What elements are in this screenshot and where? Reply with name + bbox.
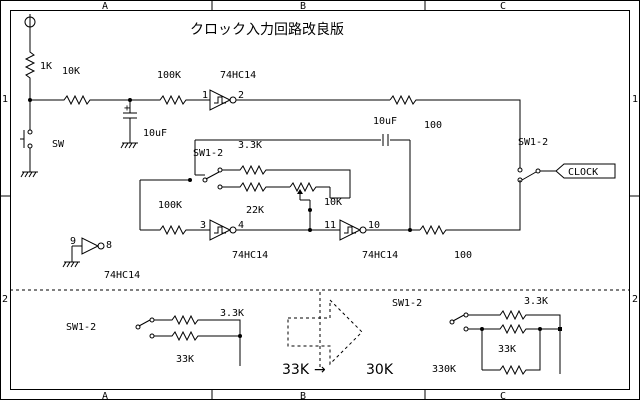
label-bottom-right-330k: 330K <box>432 364 456 375</box>
label-sw: SW <box>52 139 65 150</box>
junction-pot <box>308 208 312 212</box>
resistor-100-output1 <box>389 94 521 168</box>
label-spare-ic: 74HC14 <box>104 270 140 281</box>
label-ic2-pin-out: 4 <box>238 220 244 231</box>
capacitor-10uf-feedback <box>382 134 389 146</box>
col-label-a-bottom: A <box>102 391 108 400</box>
resistor-22k <box>222 181 290 193</box>
resistor-100-output2 <box>419 180 521 236</box>
label-bottom-left-3k3: 3.3K <box>220 308 244 319</box>
col-label-b-bottom: B <box>300 391 306 400</box>
label-spare-pin-out: 8 <box>106 240 112 251</box>
label-from-value: 33K <box>282 362 310 378</box>
diagram-title: クロック入力回路改良版 <box>190 22 344 38</box>
switch-bottom-left <box>135 317 155 339</box>
push-switch <box>20 129 33 172</box>
resistor-bottom-right-33k <box>468 323 560 335</box>
label-ic3-pin-out: 10 <box>368 220 380 231</box>
inverter-ic2 <box>209 219 237 241</box>
label-pot-10k: 10K <box>324 197 342 208</box>
label-bottom-right-3k3: 3.3K <box>524 296 548 307</box>
vcc-symbol <box>24 14 36 48</box>
resistor-100k-input <box>130 94 210 106</box>
resistor-bottom-right-330k <box>482 329 541 376</box>
label-bottom-left-sw: SW1-2 <box>66 322 96 333</box>
label-sw1-right: SW1-2 <box>518 137 548 148</box>
resistor-10k <box>60 94 130 106</box>
row-label-1-right: 1 <box>632 94 638 105</box>
label-ic2-pin-in: 3 <box>200 220 206 231</box>
junction-bottom-left <box>238 334 242 338</box>
label-ic1-pin-out: 2 <box>238 90 244 101</box>
label-to-value: 30K <box>366 362 394 378</box>
junction-sw1-left <box>188 178 192 182</box>
label-ic1: 74HC14 <box>220 70 256 81</box>
label-r-100k-b: 100K <box>158 200 182 211</box>
label-r-3k3: 3.3K <box>238 140 262 151</box>
inverter-ic3 <box>339 219 367 241</box>
col-label-b: B <box>300 1 306 12</box>
junction-ic3-output <box>408 228 412 232</box>
label-ic1-pin-in: 1 <box>202 90 208 101</box>
label-r-100-out2: 100 <box>454 250 472 261</box>
label-bottom-right-33k: 33K <box>498 344 516 355</box>
resistor-3k3 <box>222 164 351 198</box>
col-label-c: C <box>500 1 506 12</box>
label-spare-pin-in: 9 <box>70 236 76 247</box>
resistor-bottom-right-3k3 <box>468 309 561 330</box>
ground-symbol-sw <box>20 171 38 178</box>
resistor-100k-b <box>140 224 210 236</box>
label-cap-input: 10uF <box>143 128 167 139</box>
inverter-spare <box>62 237 105 268</box>
resistor-1k <box>24 48 36 82</box>
capacitor-10uf-input: + <box>123 103 137 143</box>
row-label-2-right: 2 <box>632 294 638 305</box>
label-clock: CLOCK <box>568 167 598 178</box>
label-ic3-pin-in: 11 <box>324 220 336 231</box>
ground-symbol-cap <box>120 142 138 149</box>
label-cap-feedback: 10uF <box>373 116 397 127</box>
junction-ic3-input <box>308 228 312 232</box>
switch-sw1-right <box>517 167 541 183</box>
label-bottom-right-sw: SW1-2 <box>392 298 422 309</box>
label-r-10k: 10K <box>62 66 80 77</box>
junction-bottom-right-a <box>480 327 484 331</box>
label-bottom-left-33k: 33K <box>176 354 194 365</box>
label-arrow: → <box>314 362 326 378</box>
switch-bottom-right <box>449 312 469 332</box>
row-label-1: 1 <box>2 94 8 105</box>
change-arrow <box>287 292 363 370</box>
row-label-2: 2 <box>2 294 8 305</box>
label-ic2: 74HC14 <box>232 250 268 261</box>
label-sw1-left: SW1-2 <box>193 148 223 159</box>
clock-output-port <box>555 163 616 179</box>
col-label-c-bottom: C <box>500 391 506 400</box>
resistor-bottom-left-3k3 <box>154 314 241 366</box>
label-r-22k: 22K <box>246 205 264 216</box>
inverter-ic1 <box>209 89 237 111</box>
label-ic3: 74HC14 <box>362 250 398 261</box>
svg-text:+: + <box>124 103 130 114</box>
potentiometer-10k <box>289 181 330 193</box>
label-r-1k: 1K <box>40 61 52 72</box>
junction-bottom-right-b <box>538 327 542 331</box>
resistor-bottom-left-33k <box>154 330 240 342</box>
switch-sw1-left <box>202 167 223 190</box>
label-r-100k-input: 100K <box>157 70 181 81</box>
col-label-a: A <box>102 1 108 12</box>
label-r-100-out1: 100 <box>424 120 442 131</box>
